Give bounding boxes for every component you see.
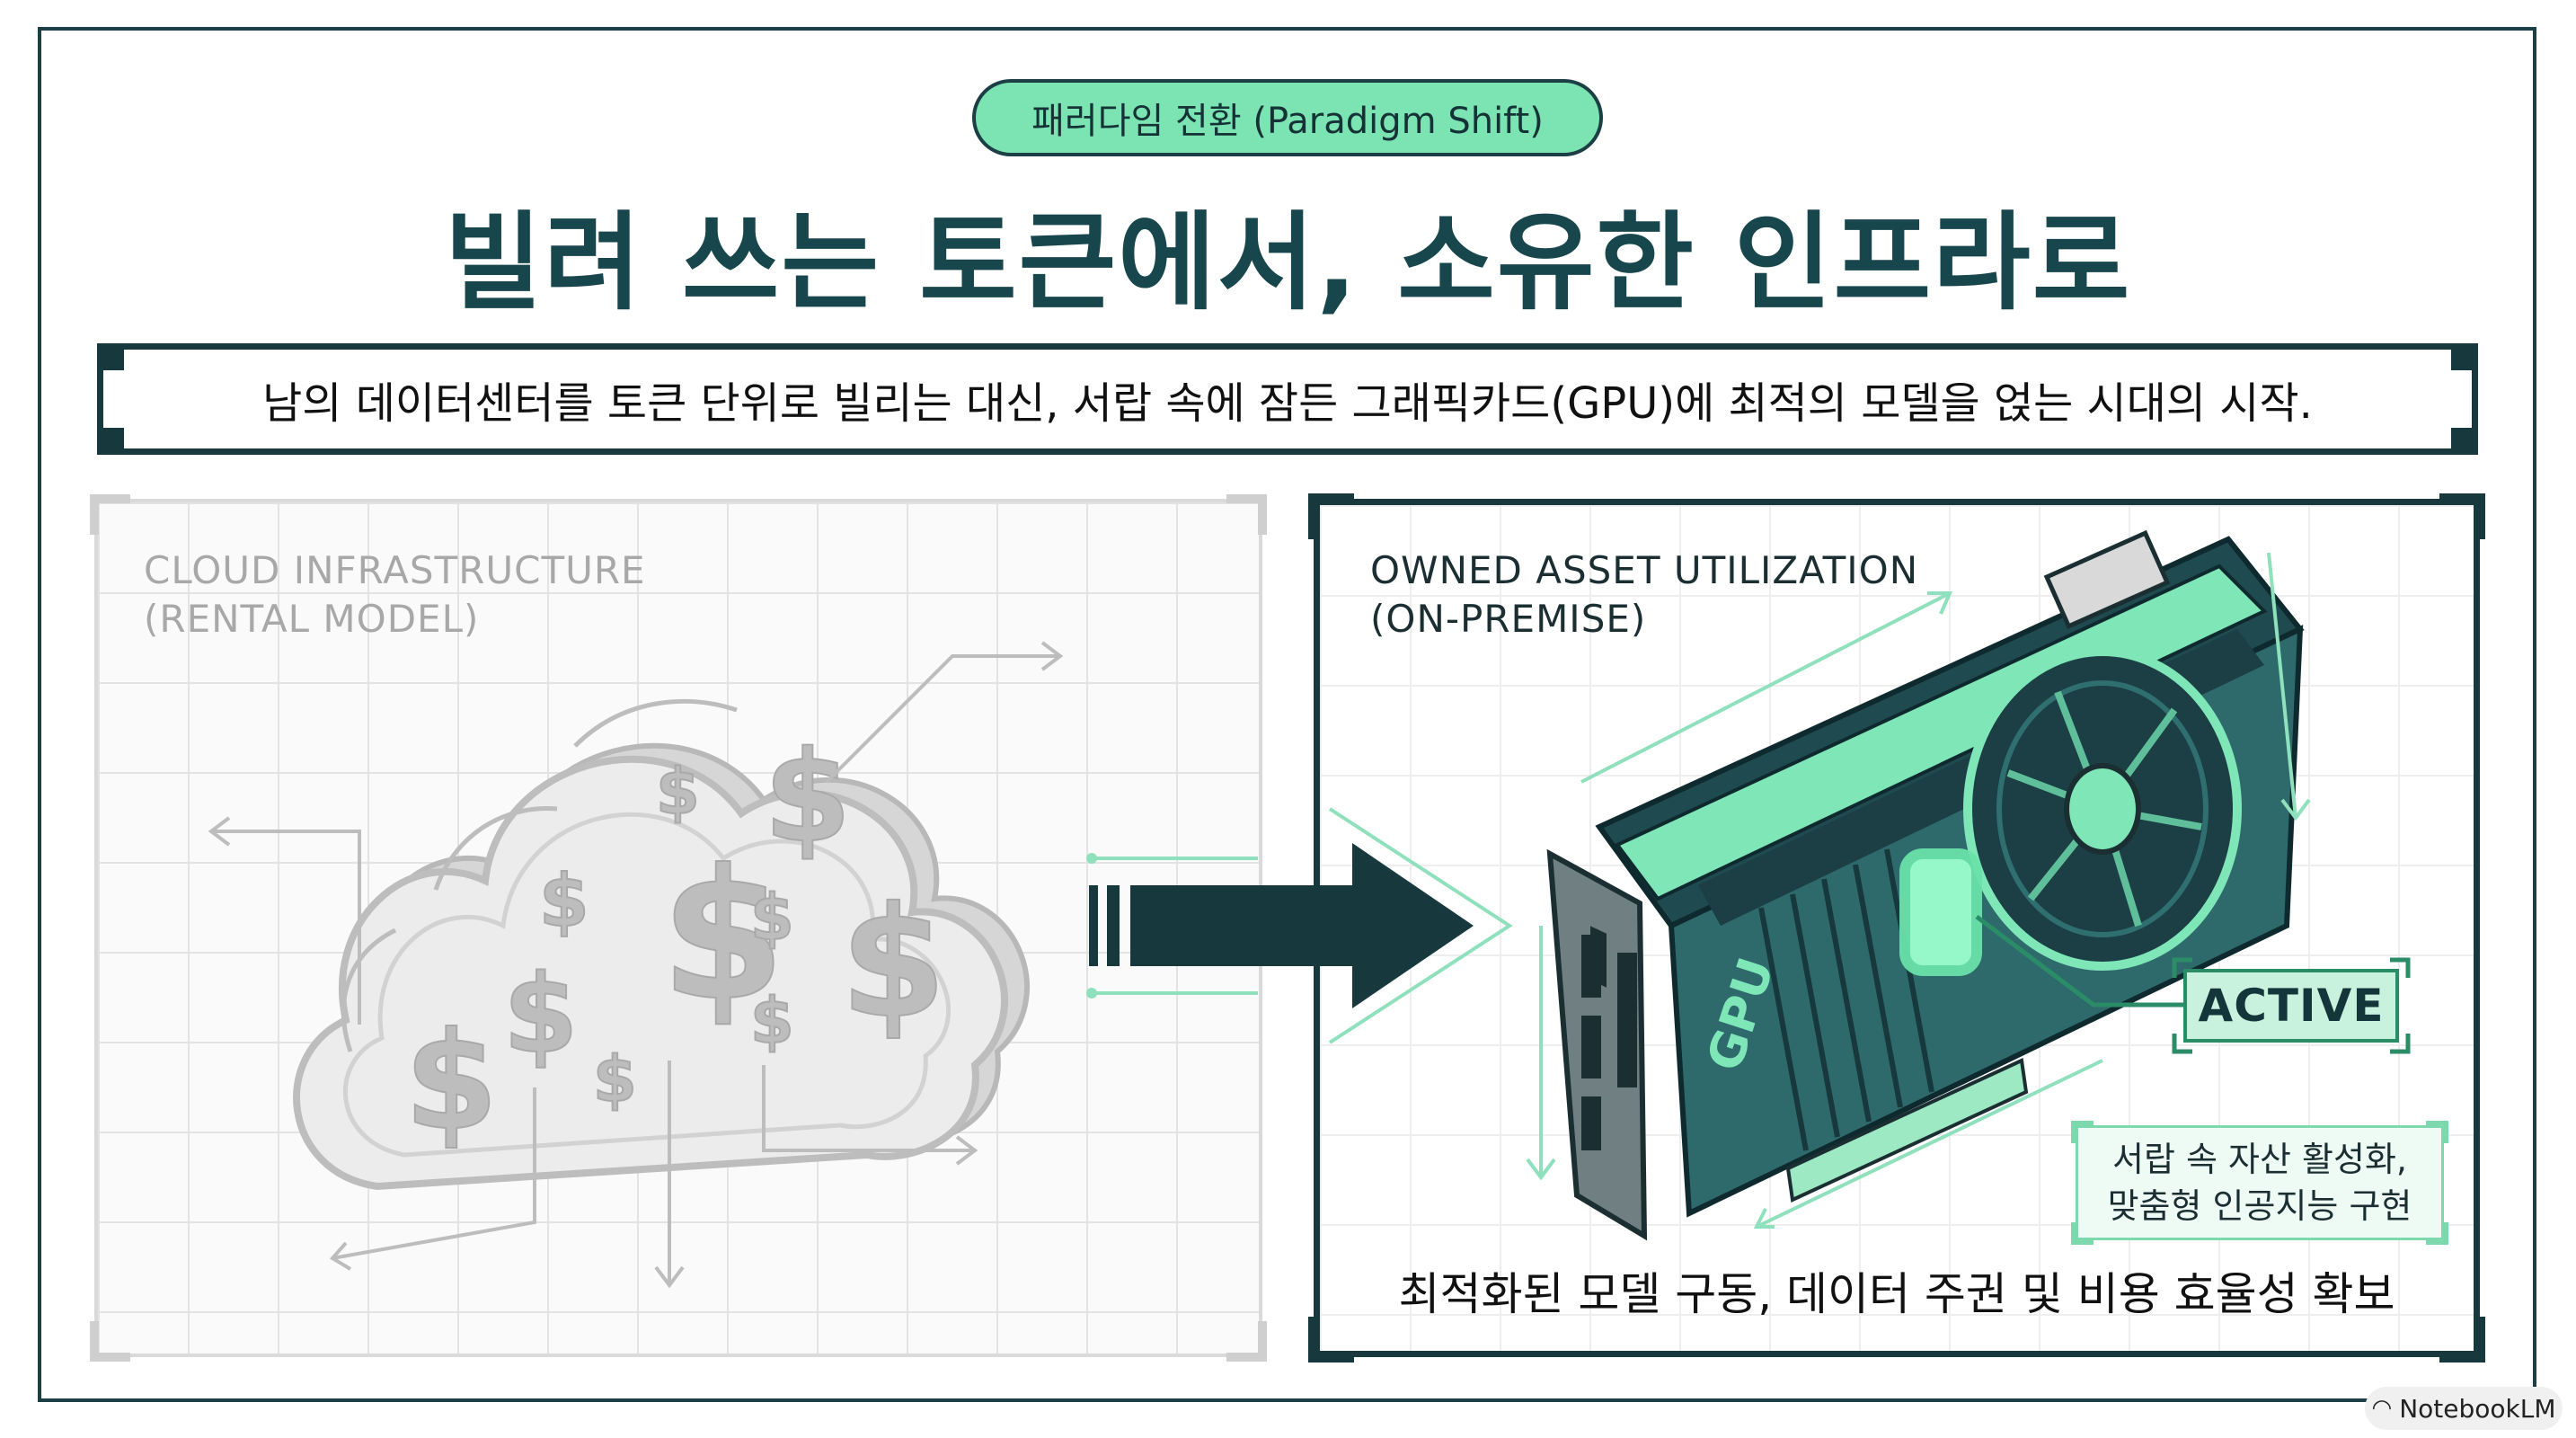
owned-panel-label: OWNED ASSET UTILIZATION (ON-PREMISE) [1370, 546, 1918, 644]
cloud-panel-label: CLOUD INFRASTRUCTURE (RENTAL MODEL) [144, 546, 646, 644]
cloud-label-line2: (RENTAL MODEL) [144, 597, 480, 641]
svg-text:$: $ [764, 724, 851, 871]
caption-line1: 서랍 속 자산 활성화, [2112, 1140, 2407, 1179]
svg-text:$: $ [840, 874, 946, 1052]
cloud-label-line1: CLOUD INFRASTRUCTURE [144, 548, 646, 592]
svg-text:$: $ [593, 1043, 637, 1116]
active-badge-brackets [2172, 957, 2411, 1054]
slide-frame [38, 27, 2536, 1402]
paradigm-badge: 패러다임 전환 (Paradigm Shift) [972, 79, 1603, 156]
svg-text:$: $ [750, 984, 794, 1058]
owned-label-line1: OWNED ASSET UTILIZATION [1370, 548, 1919, 592]
banner-corner [2451, 343, 2478, 370]
owned-label-line2: (ON-PREMISE) [1370, 597, 1647, 641]
asset-caption-box: 서랍 속 자산 활성화, 맞춤형 인공지능 구현 [2076, 1125, 2444, 1240]
subtitle-banner: 남의 데이터센터를 토큰 단위로 빌리는 대신, 서랍 속에 잠든 그래픽카드(… [97, 343, 2478, 455]
notebooklm-logo-icon: ◠ [2371, 1395, 2393, 1422]
right-panel-brackets [1308, 493, 2485, 1363]
active-status-badge: ACTIVE [2183, 969, 2399, 1043]
banner-corner [97, 428, 124, 455]
page-title: 빌려 쓰는 토큰에서, 소유한 인프라로 [444, 200, 2132, 324]
cloud-dollar-icon: $ $ $ $ $ $ $ $ $ $ [208, 641, 1064, 1289]
svg-text:$: $ [750, 881, 794, 954]
svg-text:$: $ [656, 755, 700, 829]
banner-corner [2451, 428, 2478, 455]
flow-arrows [1526, 552, 2311, 1229]
left-panel-brackets [90, 494, 1267, 1362]
notebooklm-brand[interactable]: ◠ NotebookLM [2365, 1387, 2563, 1430]
bottom-caption: 최적화된 모델 구동, 데이터 주권 및 비용 효율성 확보 [1398, 1268, 2395, 1320]
caption-line2: 맞춤형 인공지능 구현 [2107, 1186, 2412, 1226]
right-arrow-icon [1086, 807, 1513, 1044]
svg-text:$: $ [539, 859, 589, 943]
banner-corner [97, 343, 124, 370]
svg-text:$: $ [660, 831, 785, 1041]
svg-text:$: $ [503, 953, 579, 1078]
svg-text:$: $ [404, 1004, 498, 1160]
gpu-card-icon: GPU [1546, 529, 2305, 1241]
brand-label: NotebookLM [2399, 1393, 2556, 1424]
